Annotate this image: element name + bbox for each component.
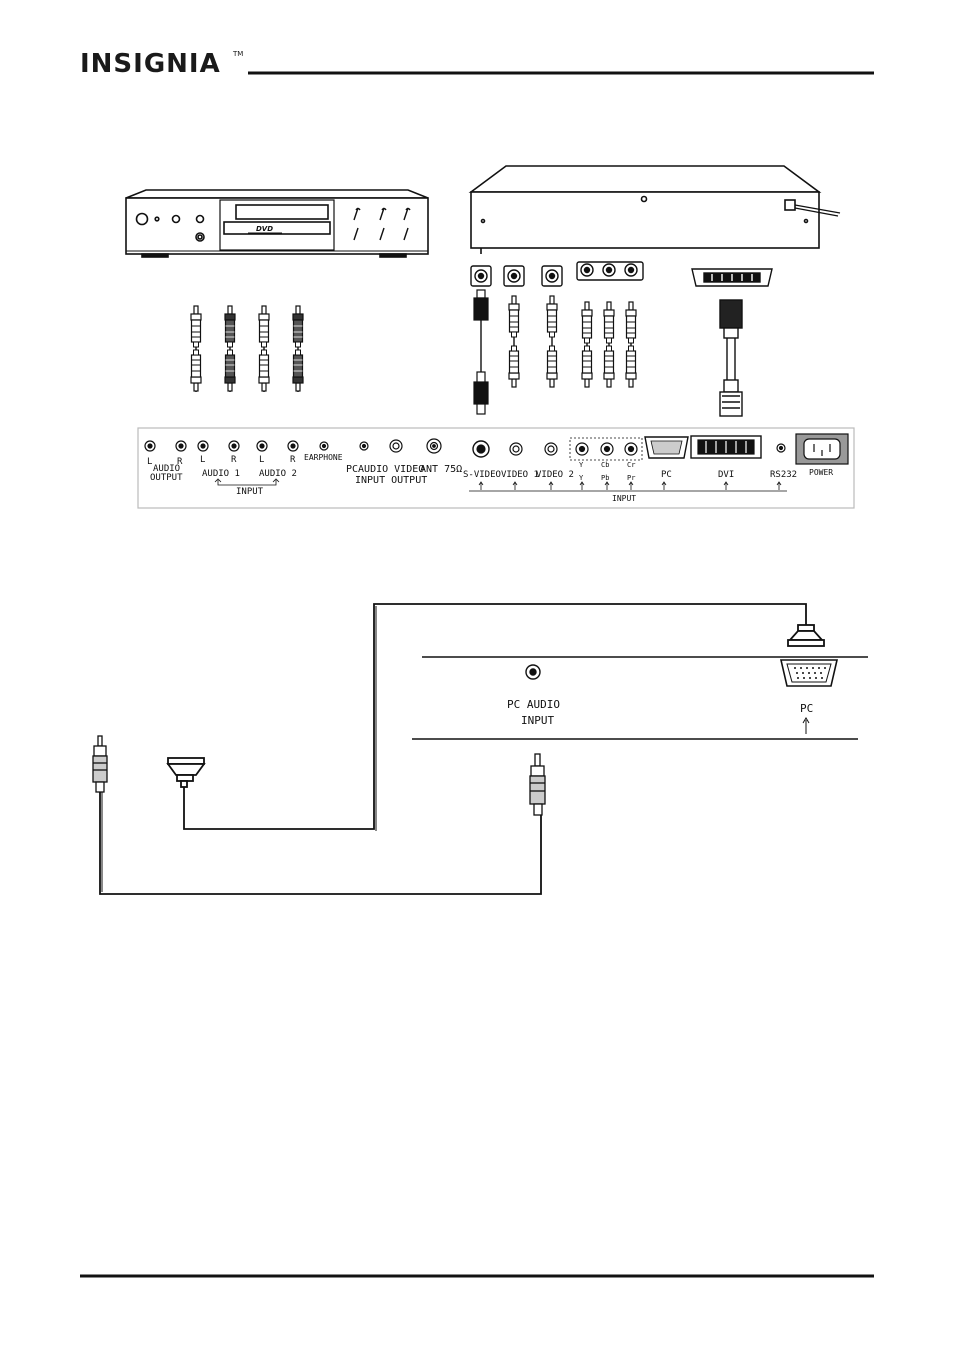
video1-label: VIDEO 1 bbox=[501, 470, 539, 480]
pc-audio-cable bbox=[92, 735, 546, 895]
power-label: POWER bbox=[809, 468, 833, 477]
pc-port-label: PC bbox=[661, 470, 672, 480]
audio-cables bbox=[190, 305, 304, 392]
audio1-label: AUDIO 1 bbox=[202, 469, 240, 479]
video-cables bbox=[473, 289, 743, 417]
audio-output-right-label: R bbox=[177, 457, 183, 467]
audio-output-label-2: OUTPUT bbox=[150, 473, 183, 483]
panel-jacks bbox=[144, 433, 849, 465]
component-pr-label: Pr bbox=[627, 474, 635, 482]
audio-output-label-1: AUDIO bbox=[153, 464, 180, 474]
audio2-label: AUDIO 2 bbox=[259, 469, 297, 479]
antenna-label: ANT 75Ω bbox=[420, 464, 462, 475]
audio-input-group-label: INPUT bbox=[236, 487, 264, 497]
input-output-label: INPUT OUTPUT bbox=[355, 475, 427, 486]
audio-output-left-label: L bbox=[147, 457, 152, 467]
input-arrows bbox=[469, 481, 787, 492]
dvi-cable bbox=[719, 299, 743, 417]
receiver-box bbox=[468, 165, 841, 254]
component-cb-label: Cb bbox=[601, 461, 609, 469]
component-y-bottom-label: Y bbox=[579, 474, 584, 482]
audio1-right-label: R bbox=[231, 455, 237, 465]
receiver-output-jacks bbox=[470, 261, 773, 287]
pc-connection-detail: PC AUDIO INPUT PC bbox=[92, 603, 868, 895]
s-video-label: S-VIDEO bbox=[463, 470, 501, 480]
pc-audio-input-label-1: PC AUDIO bbox=[507, 698, 560, 711]
audio2-right-label: R bbox=[290, 455, 296, 465]
brand-logo: INSIGNIA bbox=[80, 49, 221, 79]
dvd-button-cluster bbox=[353, 207, 411, 241]
component-y-top-label: Y bbox=[579, 461, 584, 469]
dvd-player: DVD bbox=[125, 189, 429, 258]
s-video-cable bbox=[473, 289, 489, 415]
earphone-label: EARPHONE bbox=[304, 453, 343, 462]
audio2-left-label: L bbox=[259, 455, 264, 465]
dvi-port-label: DVI bbox=[718, 470, 734, 480]
power-knob-icon bbox=[135, 212, 149, 226]
component-pb-label: Pb bbox=[601, 474, 609, 482]
pc-audio-input-label-2: INPUT bbox=[521, 714, 554, 727]
tv-back-panel: L R AUDIO OUTPUT L R L R AUDIO 1 AUDIO 2… bbox=[137, 427, 855, 509]
rs232-label: RS232 bbox=[770, 470, 797, 480]
vga-cable bbox=[166, 603, 825, 831]
dvd-disc-logo: DVD bbox=[256, 225, 273, 233]
header: INSIGNIA TM bbox=[80, 49, 874, 79]
pc-vga-port-label: PC bbox=[800, 702, 813, 715]
panel-labels: L R AUDIO OUTPUT L R L R AUDIO 1 AUDIO 2… bbox=[147, 453, 833, 503]
component-cr-label: Cr bbox=[627, 461, 635, 469]
pc-audio-video-label: PCAUDIO VIDEO bbox=[346, 464, 424, 475]
video2-label: VIDEO 2 bbox=[536, 470, 574, 480]
audio1-left-label: L bbox=[200, 455, 205, 465]
video-input-group-label: INPUT bbox=[612, 494, 636, 503]
trademark-mark: TM bbox=[232, 50, 243, 58]
